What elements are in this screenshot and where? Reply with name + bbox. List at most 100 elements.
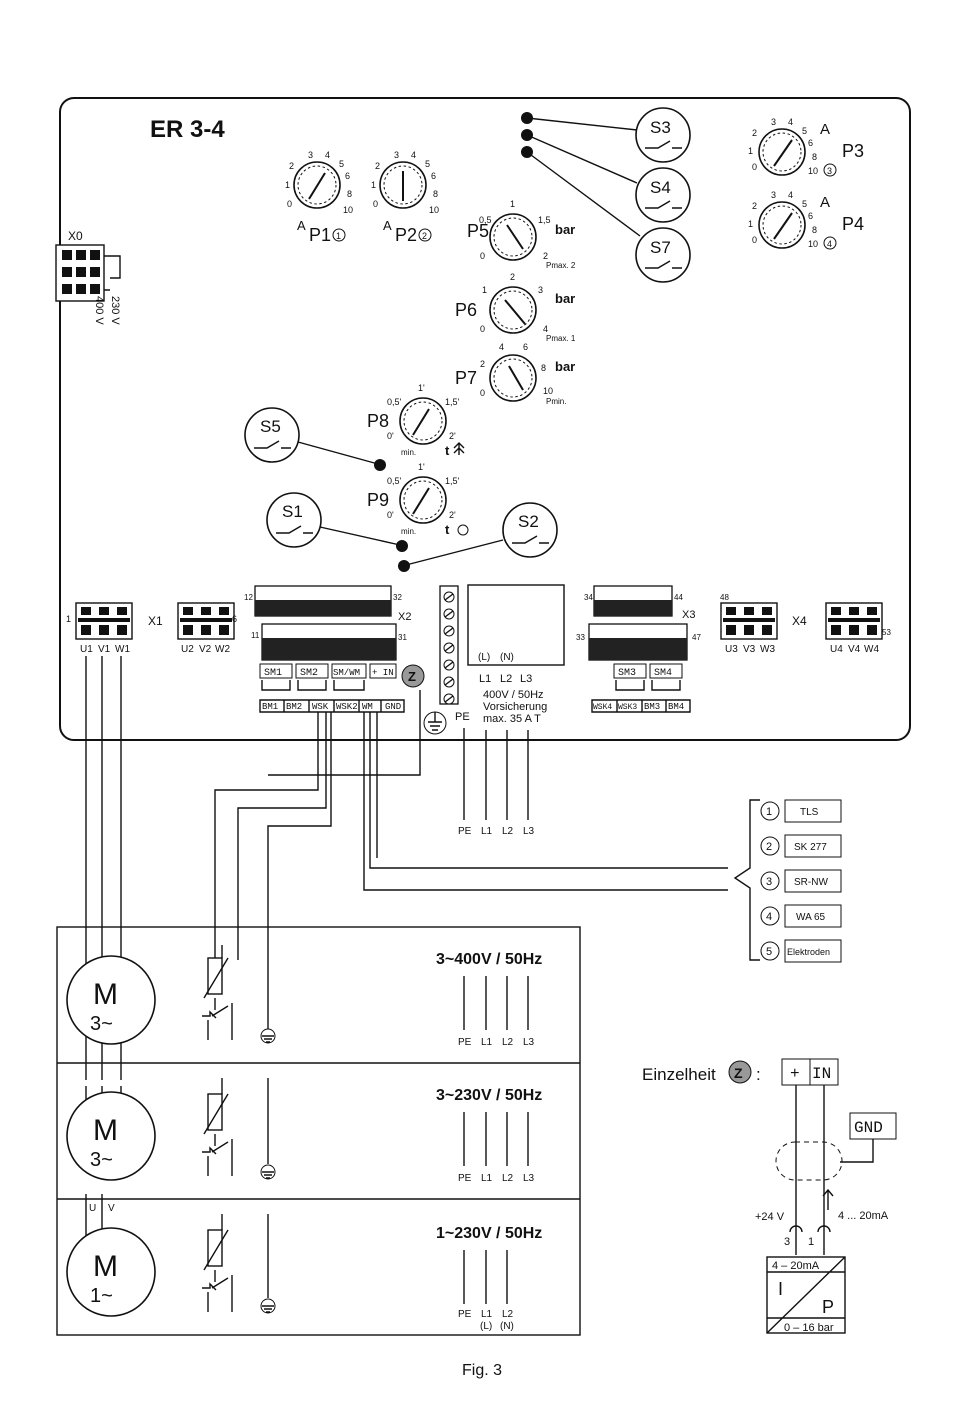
terminal-x2: 12 32 X2 11 31 xyxy=(244,585,411,661)
svg-text:SM4: SM4 xyxy=(654,668,672,679)
sensor-1: 1 TLS xyxy=(760,799,842,823)
svg-text:(N): (N) xyxy=(500,1321,514,1332)
screw-terminal-strip xyxy=(423,585,459,735)
svg-text:U: U xyxy=(89,1203,96,1214)
svg-text:WSK4: WSK4 xyxy=(593,703,612,712)
svg-text:0: 0 xyxy=(373,199,378,209)
svg-text:1: 1 xyxy=(371,180,376,190)
svg-text:SM2: SM2 xyxy=(300,668,318,679)
svg-text:W2: W2 xyxy=(215,644,230,655)
svg-text:BM4: BM4 xyxy=(668,702,684,712)
svg-text:2: 2 xyxy=(752,201,757,211)
svg-text:X4: X4 xyxy=(792,614,807,628)
svg-text:5: 5 xyxy=(339,159,344,169)
potentiometer-p6[interactable]: P6 0 1 2 3 4 bar Pmax. 1 xyxy=(455,272,576,343)
svg-text:U4: U4 xyxy=(830,644,843,655)
x0-400v: 400 V xyxy=(93,296,105,325)
svg-text:1,5': 1,5' xyxy=(445,397,460,407)
svg-text:L1: L1 xyxy=(479,673,491,685)
svg-text:V1: V1 xyxy=(98,644,111,655)
potentiometer-p2[interactable]: 0 1 2 3 4 5 6 8 10 A P2 2 xyxy=(371,150,439,245)
svg-text:L2: L2 xyxy=(502,826,514,837)
svg-text:6: 6 xyxy=(808,211,813,221)
switch-s3[interactable]: S3 xyxy=(635,107,691,163)
svg-text:A: A xyxy=(820,121,830,138)
svg-text:2': 2' xyxy=(449,431,456,441)
svg-text:BM1: BM1 xyxy=(262,702,278,712)
svg-text:L2: L2 xyxy=(502,1173,514,1184)
p5-label: P5 xyxy=(467,221,489,241)
svg-text:4 ... 20mA: 4 ... 20mA xyxy=(838,1210,889,1222)
motor-panels xyxy=(56,926,581,1336)
switch-s4[interactable]: S4 xyxy=(635,167,691,223)
svg-text:L1: L1 xyxy=(481,826,493,837)
potentiometer-p5[interactable]: P5 0 0,5 1 1,5 2 bar Pmax. 2 xyxy=(467,199,576,270)
svg-text:S2: S2 xyxy=(518,512,539,531)
potentiometer-p1[interactable]: 0 1 2 3 4 5 6 8 10 A P1 1 xyxy=(285,150,353,245)
switch-s2[interactable]: S2 xyxy=(398,502,558,572)
svg-text:33: 33 xyxy=(576,633,585,642)
svg-text:5: 5 xyxy=(766,946,772,958)
svg-text:1': 1' xyxy=(418,462,425,472)
svg-text:3: 3 xyxy=(538,285,543,295)
svg-text:V2: V2 xyxy=(199,644,212,655)
svg-text:10: 10 xyxy=(343,205,353,215)
svg-text:S5: S5 xyxy=(260,417,281,436)
svg-text:8: 8 xyxy=(347,189,352,199)
svg-text:10: 10 xyxy=(808,166,818,176)
svg-text:+: + xyxy=(790,1065,800,1083)
svg-text:A: A xyxy=(820,194,830,211)
svg-text:4: 4 xyxy=(766,911,772,923)
svg-text:A: A xyxy=(383,218,392,233)
svg-text:2: 2 xyxy=(543,251,548,261)
potentiometer-p7[interactable]: P7 0 2 4 6 8 10 bar Pmin. xyxy=(455,342,575,406)
sensor-3: 3 SR-NW xyxy=(760,869,842,893)
svg-text:L2: L2 xyxy=(502,1037,514,1048)
svg-text:M: M xyxy=(93,1114,118,1147)
x0-label: X0 xyxy=(68,229,83,243)
potentiometer-p4[interactable]: 0 1 2 3 4 5 6 8 10 A P4 4 xyxy=(748,190,864,250)
svg-text:PE: PE xyxy=(458,1037,472,1048)
svg-text:M: M xyxy=(93,1250,118,1283)
svg-text:S3: S3 xyxy=(650,118,671,137)
svg-text:1,5: 1,5 xyxy=(538,215,551,225)
svg-text:TLS: TLS xyxy=(800,807,819,818)
svg-text:12: 12 xyxy=(244,593,253,602)
sensor-5: 5 Elektroden xyxy=(760,939,842,963)
svg-text:S7: S7 xyxy=(650,238,671,257)
potentiometer-p3[interactable]: 0 1 2 3 4 5 6 8 10 A P3 3 xyxy=(748,117,864,177)
switch-s5[interactable]: S5 xyxy=(244,407,386,471)
svg-text:2: 2 xyxy=(375,161,380,171)
svg-text:0: 0 xyxy=(752,235,757,245)
svg-text:2: 2 xyxy=(510,272,515,282)
potentiometer-p9[interactable]: P9 0' 0,5' 1' 1,5' 2' min. t xyxy=(367,462,469,537)
terminal-x4: 48 X4 53 U3 V3 W3 U4 V4 W4 xyxy=(720,593,891,655)
potentiometer-p8[interactable]: P8 0' 0,5' 1' 1,5' 2' min. t xyxy=(367,383,465,458)
svg-text:Z: Z xyxy=(408,669,416,684)
svg-text:S4: S4 xyxy=(650,178,671,197)
svg-text:0,5': 0,5' xyxy=(387,476,402,486)
svg-text:bar: bar xyxy=(555,291,575,306)
svg-text:SK 277: SK 277 xyxy=(794,842,827,853)
p1-label: P1 xyxy=(309,225,331,245)
svg-text:BM3: BM3 xyxy=(644,702,660,712)
svg-text:4: 4 xyxy=(827,239,832,249)
svg-text:WA 65: WA 65 xyxy=(796,912,826,923)
svg-text:6: 6 xyxy=(345,171,350,181)
svg-text:1: 1 xyxy=(748,219,753,229)
switch-s7[interactable]: S7 xyxy=(635,227,691,283)
svg-text:1,5': 1,5' xyxy=(445,476,460,486)
svg-text:10: 10 xyxy=(429,205,439,215)
svg-text:min.: min. xyxy=(401,448,416,457)
svg-text:L3: L3 xyxy=(523,1173,535,1184)
svg-text:1~: 1~ xyxy=(90,1285,113,1307)
svg-text:5: 5 xyxy=(802,126,807,136)
svg-text:6: 6 xyxy=(808,138,813,148)
switch-s1[interactable]: S1 xyxy=(266,492,408,552)
svg-text:PE: PE xyxy=(458,1309,472,1320)
svg-text:SM/WM: SM/WM xyxy=(333,668,360,678)
svg-text:0: 0 xyxy=(480,324,485,334)
svg-text:1': 1' xyxy=(418,383,425,393)
svg-text:U2: U2 xyxy=(181,644,194,655)
